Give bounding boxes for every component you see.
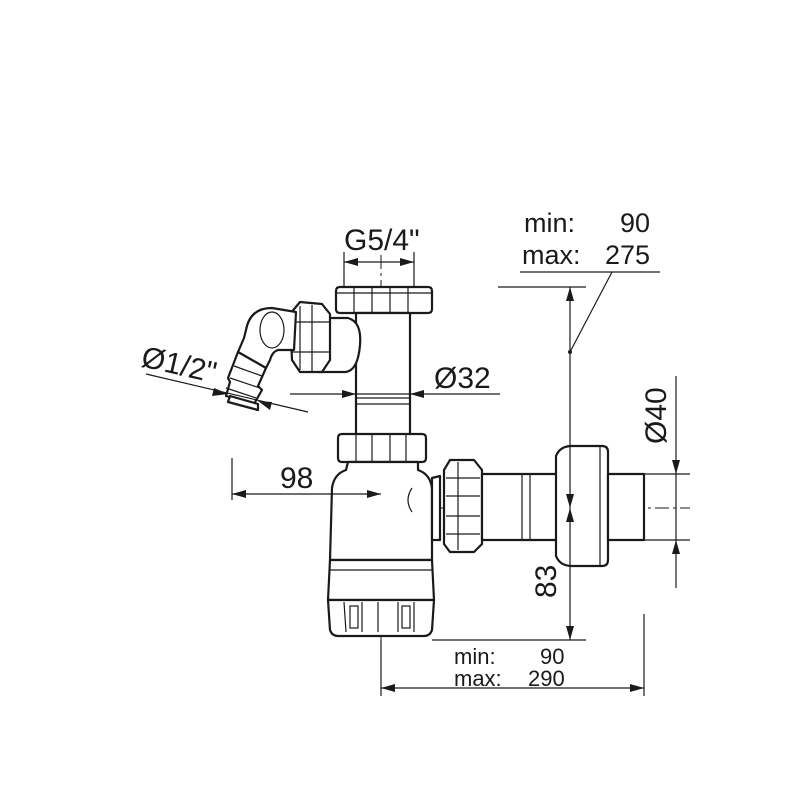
label-side-inlet: Ø1/2" xyxy=(138,341,219,390)
label-horizontal-max: max: xyxy=(454,666,502,691)
value-vertical-min: 90 xyxy=(620,208,650,238)
dim-side-inlet: Ø1/2" xyxy=(138,341,309,413)
dim-outlet-diameter: Ø40 xyxy=(640,376,690,588)
bottle-body xyxy=(326,460,442,638)
value-vertical-max: 275 xyxy=(605,240,650,270)
label-height-outlet: 83 xyxy=(530,565,563,598)
label-vertical-max: max: xyxy=(522,240,581,270)
label-pipe-diameter: Ø32 xyxy=(434,362,491,395)
value-horizontal-max: 290 xyxy=(528,666,565,691)
label-thread-top: G5/4" xyxy=(344,224,420,257)
outlet-nut xyxy=(442,458,484,554)
label-horizontal-min: min: xyxy=(454,644,496,669)
label-outlet-diameter: Ø40 xyxy=(640,387,673,444)
dim-thread-top: G5/4" xyxy=(343,224,420,286)
wall-flange xyxy=(554,444,646,568)
side-inlet-assembly xyxy=(224,300,332,412)
dim-horizontal-range: min: 90 max: 290 xyxy=(380,614,645,696)
dim-pipe-diameter: Ø32 xyxy=(290,362,500,398)
value-horizontal-min: 90 xyxy=(540,644,564,669)
label-vertical-min: min: xyxy=(524,208,575,238)
dim-vertical-range: min: 90 max: 275 xyxy=(498,208,660,508)
tailpipe xyxy=(354,311,412,437)
top-nut xyxy=(334,285,434,315)
middle-nut xyxy=(336,432,428,464)
dim-height-outlet: 83 xyxy=(432,508,586,641)
outlet-pipe xyxy=(480,472,562,542)
label-offset-left: 98 xyxy=(280,462,313,495)
dim-offset-left: 98 xyxy=(231,458,381,500)
